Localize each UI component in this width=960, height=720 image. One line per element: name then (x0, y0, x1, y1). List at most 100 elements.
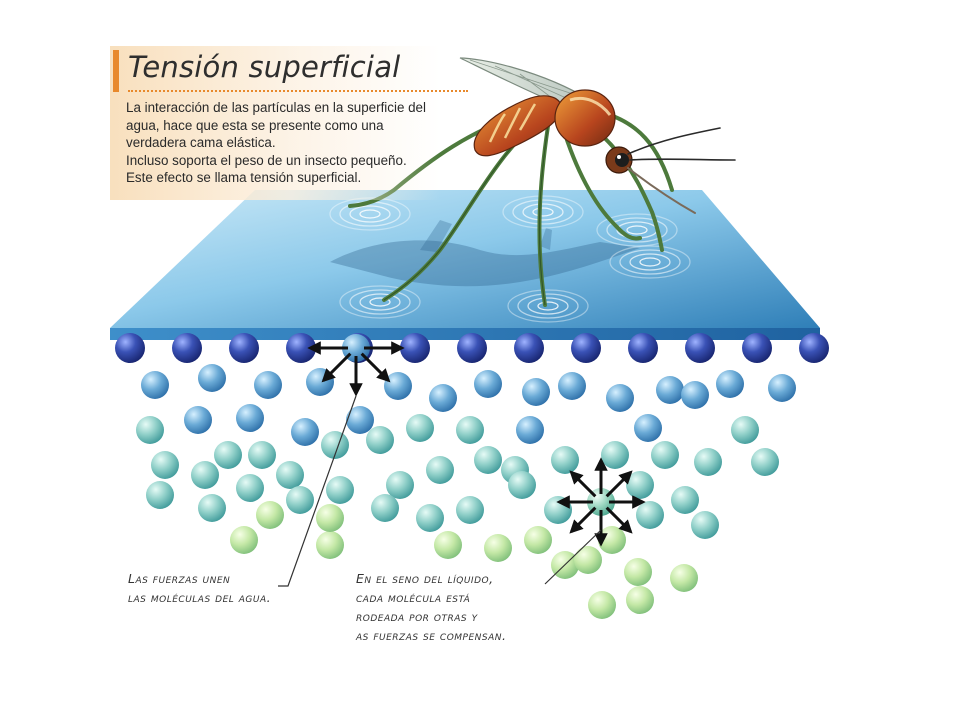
arrow-icon (605, 506, 633, 534)
molecule-icon (694, 448, 722, 476)
molecule-icon (236, 404, 264, 432)
molecule-icon (670, 564, 698, 592)
molecule-icon (731, 416, 759, 444)
ripple-ring (596, 213, 678, 247)
leader-line-right (544, 529, 602, 585)
arrow-icon (360, 352, 391, 383)
ripple-ring (629, 253, 671, 271)
molecule-icon (141, 371, 169, 399)
molecules (115, 333, 829, 619)
caption-line: las moléculas del agua. (128, 590, 272, 605)
ripple-ring (619, 249, 681, 275)
molecule-icon (172, 333, 202, 363)
molecule-icon (484, 534, 512, 562)
molecule-icon (286, 486, 314, 514)
molecule-icon (286, 333, 316, 363)
molecule-icon (229, 333, 259, 363)
molecule-icon (316, 531, 344, 559)
mosquito-icon (348, 57, 736, 307)
molecule-icon (551, 446, 579, 474)
molecule-icon (115, 333, 145, 363)
molecule-icon (522, 378, 550, 406)
molecule-icon (456, 416, 484, 444)
ripple-ring (359, 209, 381, 219)
caption-right: En el seno del líquido, cada molécula es… (356, 569, 506, 645)
title-divider (128, 90, 468, 92)
molecule-icon (799, 333, 829, 363)
molecule-icon (656, 376, 684, 404)
molecule-icon (524, 526, 552, 554)
molecule-icon (198, 364, 226, 392)
force-arrows (307, 341, 646, 547)
page-title: Tensión superficial (128, 50, 401, 84)
molecule-icon (508, 471, 536, 499)
arrow-icon (569, 506, 597, 534)
caption-left: Las fuerzas unen las moléculas del agua. (128, 569, 271, 607)
title-accent-bar (113, 50, 119, 92)
molecule-icon (457, 333, 487, 363)
molecule-icon (626, 586, 654, 614)
caption-line: as fuerzas se compensan. (356, 628, 507, 643)
molecule-icon (636, 501, 664, 529)
caption-line: cada molécula está (356, 590, 471, 605)
mosquito-abdomen (473, 95, 563, 157)
molecule-icon (146, 481, 174, 509)
molecule-icon (716, 370, 744, 398)
molecule-icon (254, 371, 282, 399)
molecule-icon (626, 471, 654, 499)
molecule-icon (574, 546, 602, 574)
shadow-legs (420, 220, 552, 252)
molecule-icon (406, 414, 434, 442)
title-panel (110, 46, 440, 200)
molecule-icon (681, 381, 709, 409)
caption-line: Las fuerzas unen (128, 571, 231, 586)
molecule-icon (151, 451, 179, 479)
description-line: La interacción de las partículas en la s… (126, 100, 426, 115)
ripple-ring (369, 297, 391, 307)
caption-line: rodeada por otras y (356, 609, 478, 624)
molecule-icon (634, 414, 662, 442)
ripple-ring (639, 257, 661, 267)
ripple-ring (609, 245, 691, 279)
molecule-icon (671, 486, 699, 514)
molecule-icon (248, 441, 276, 469)
arrow-icon (569, 470, 597, 498)
water-plane (110, 190, 820, 328)
molecule-icon (606, 384, 634, 412)
description-line: agua, hace que esta se presente como una (126, 117, 384, 133)
molecule-icon (588, 591, 616, 619)
molecule-icon (198, 494, 226, 522)
ripple-ring (359, 293, 401, 311)
molecule-icon (400, 333, 430, 363)
ripple-ring (522, 203, 564, 221)
ripple-ring (517, 293, 579, 319)
molecule-icon (685, 333, 715, 363)
molecule-icon (474, 446, 502, 474)
molecule-icon (230, 526, 258, 554)
ripple-ring (626, 225, 648, 235)
ripple-ring (507, 289, 589, 323)
molecule-icon (276, 461, 304, 489)
molecule-icon (768, 374, 796, 402)
description: La interacción de las partículas en la s… (126, 99, 466, 187)
molecule-icon (214, 441, 242, 469)
molecule-icon (651, 441, 679, 469)
ripple-ring (537, 301, 559, 311)
molecule-icon (434, 531, 462, 559)
leader-lines (278, 395, 602, 587)
molecule-icon (366, 426, 394, 454)
molecule-icon (429, 384, 457, 412)
description-line: Incluso soporta el peso de un insecto pe… (126, 152, 407, 168)
molecule-icon (742, 333, 772, 363)
description-line: verdadera cama elástica. (126, 135, 276, 150)
molecule-icon (624, 558, 652, 586)
molecule-icon (256, 501, 284, 529)
molecule-icon (136, 416, 164, 444)
molecule-icon (514, 333, 544, 363)
ripple-ring (512, 199, 574, 225)
molecule-icon (416, 504, 444, 532)
description-line: Este efecto se llama tensión superficial… (126, 170, 362, 185)
molecule-icon (426, 456, 454, 484)
molecule-icon (291, 418, 319, 446)
